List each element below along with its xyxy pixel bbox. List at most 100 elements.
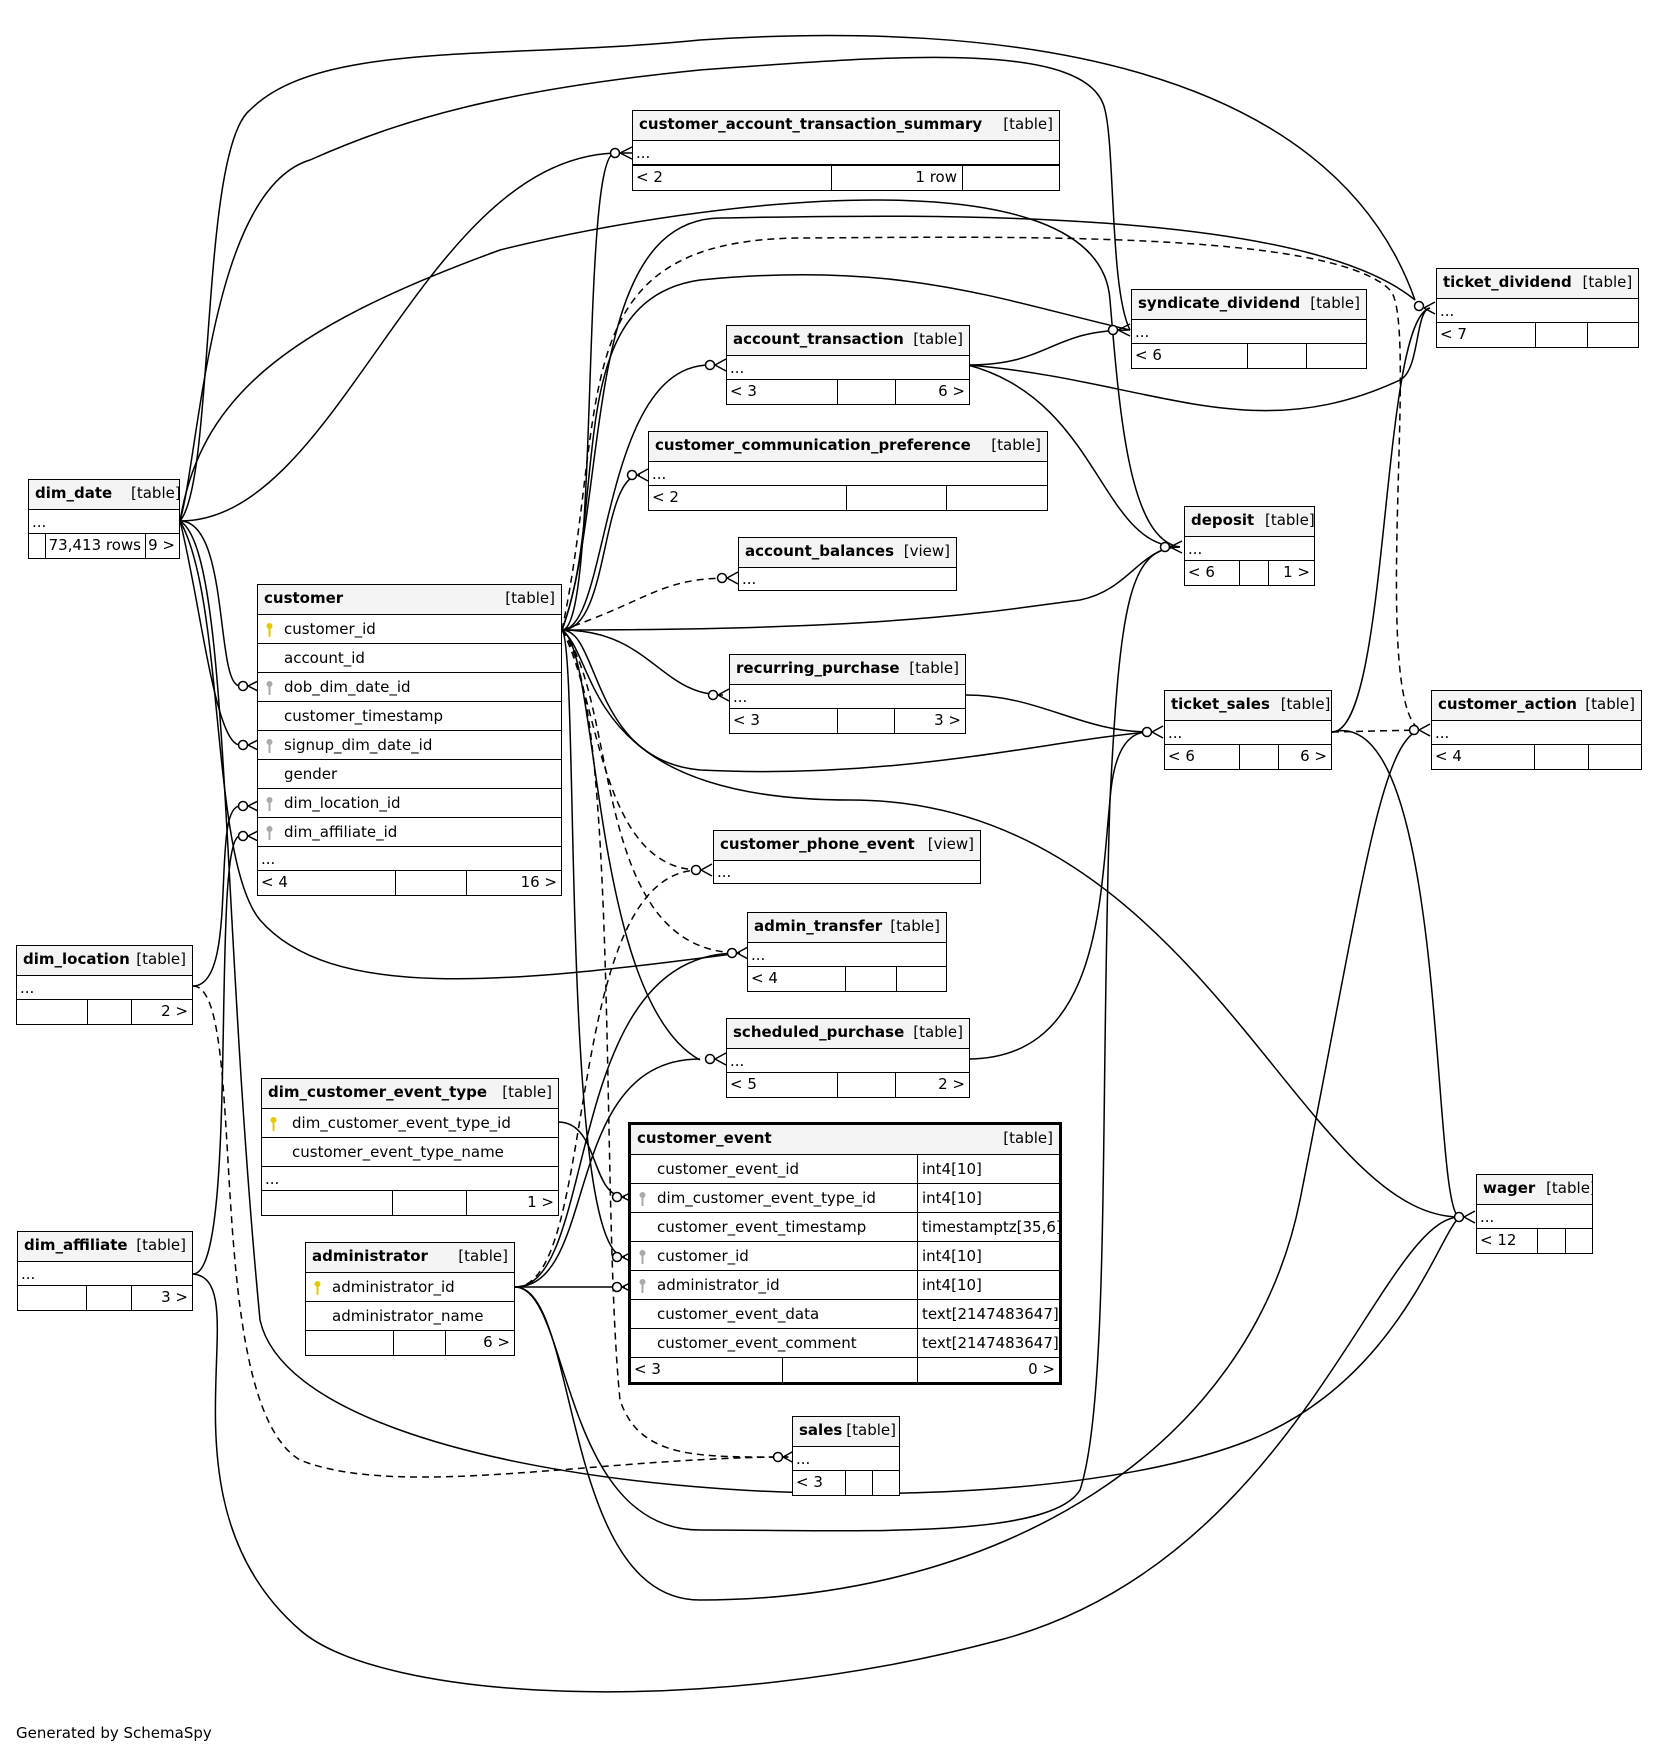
foreign-key-icon <box>266 826 273 840</box>
more-columns: ... <box>730 685 965 709</box>
table-scheduled-purchase[interactable]: scheduled_purchase[table] ... < 5 2 > <box>726 1018 970 1098</box>
edge-at-ticket-dividend <box>967 307 1431 412</box>
more-columns: ... <box>29 510 179 534</box>
table-customer-action[interactable]: customer_action[table] ... < 4 <box>1431 690 1642 770</box>
column-row[interactable]: gender <box>258 760 561 789</box>
foreign-key-icon <box>266 739 273 753</box>
table-administrator[interactable]: administrator[table] administrator_id ad… <box>305 1242 515 1356</box>
footer-parents[interactable]: < 2 <box>636 168 663 186</box>
column-row[interactable]: dim_affiliate_id <box>258 818 561 847</box>
table-footer: 73,413 rows 9 > <box>29 534 179 558</box>
table-name: dim_date <box>35 484 113 502</box>
table-header: ticket_dividend [table] <box>1437 269 1638 299</box>
table-recurring-purchase[interactable]: recurring_purchase[table] ... < 3 3 > <box>729 654 966 734</box>
footer-parents[interactable]: < 2 <box>652 488 679 506</box>
edge-dashed-admin-phone-event <box>514 869 701 1288</box>
column-row[interactable]: dim_customer_event_type_id <box>262 1109 558 1138</box>
footer-parents[interactable]: < 6 <box>1135 346 1162 364</box>
table-name: syndicate_dividend <box>1138 294 1301 312</box>
column-name: signup_dim_date_id <box>284 736 433 754</box>
table-customer-communication-preference[interactable]: customer_communication_preference[table]… <box>648 431 1048 511</box>
footer-children[interactable]: 16 > <box>520 873 557 891</box>
footer-children[interactable]: 6 > <box>938 382 965 400</box>
footer-children[interactable]: 1 > <box>527 1193 554 1211</box>
table-header: account_balances[view] <box>739 538 956 568</box>
column-row[interactable]: customer_event_type_name <box>262 1138 558 1167</box>
column-row[interactable]: account_id <box>258 644 561 673</box>
footer-parents[interactable]: < 3 <box>733 711 760 729</box>
table-syndicate-dividend[interactable]: syndicate_dividend[table] ... < 6 <box>1131 289 1367 369</box>
table-name: recurring_purchase <box>736 659 900 677</box>
footer-children[interactable]: 6 > <box>483 1333 510 1351</box>
footer-parents[interactable]: < 4 <box>261 873 288 891</box>
table-header: ticket_sales [table] <box>1165 691 1331 721</box>
table-admin-transfer[interactable]: admin_transfer[table] ... < 4 <box>747 912 947 992</box>
edge-customer-customer-event <box>561 629 626 1258</box>
table-customer-phone-event[interactable]: customer_phone_event[view] ... <box>713 830 981 884</box>
table-wager[interactable]: wager [table] ... < 12 <box>1476 1174 1593 1254</box>
edge-dimaffiliate-customer <box>192 835 241 1275</box>
crowfoot-sales <box>772 1451 784 1463</box>
primary-key-icon <box>314 1281 321 1295</box>
table-account-balances[interactable]: account_balances[view] ... <box>738 537 957 591</box>
edge-dimdate-ticket-dividend <box>179 34 1416 522</box>
table-customer[interactable]: customer[table] customer_id account_id d… <box>257 584 562 896</box>
table-deposit[interactable]: deposit [table] ... < 6 1 > <box>1184 506 1315 586</box>
footer-parents[interactable]: < 3 <box>634 1360 661 1378</box>
footer-parents[interactable]: < 3 <box>796 1473 823 1491</box>
table-type: [table] <box>1280 695 1331 713</box>
table-ticket-sales[interactable]: ticket_sales [table] ... < 6 6 > <box>1164 690 1332 770</box>
footer-parents[interactable]: < 6 <box>1168 747 1195 765</box>
footer-parents[interactable]: < 7 <box>1440 325 1467 343</box>
table-type: [table] <box>991 436 1041 454</box>
table-customer-account-transaction-summary[interactable]: customer_account_transaction_summary[tab… <box>632 110 1060 191</box>
crowfoot-sp <box>704 1053 716 1065</box>
column-row[interactable]: administrator_name <box>306 1302 514 1331</box>
footer-children[interactable]: 2 > <box>938 1075 965 1093</box>
table-dim-customer-event-type[interactable]: dim_customer_event_type[table] dim_custo… <box>261 1078 559 1216</box>
crowfoot-lines-cpe <box>700 863 713 877</box>
column-row[interactable]: customer_id <box>258 615 561 644</box>
crowfoot-lines-cats <box>619 146 633 160</box>
table-dim-location[interactable]: dim_location[table] ... 2 > <box>16 945 193 1025</box>
column-row[interactable]: dob_dim_date_id <box>258 673 561 702</box>
footer-children[interactable]: 3 > <box>934 711 961 729</box>
column-row[interactable]: dim_location_id <box>258 789 561 818</box>
footer-parents[interactable]: < 4 <box>1435 747 1462 765</box>
footer-parents[interactable]: < 12 <box>1480 1231 1517 1249</box>
table-header: customer_account_transaction_summary[tab… <box>633 111 1059 141</box>
footer-children[interactable]: 2 > <box>161 1002 188 1020</box>
footer-children[interactable]: 6 > <box>1300 747 1327 765</box>
footer-parents[interactable]: < 3 <box>730 382 757 400</box>
footer-parents[interactable]: < 6 <box>1188 563 1215 581</box>
table-dim-affiliate[interactable]: dim_affiliate[table] ... 3 > <box>17 1231 193 1311</box>
edge-customer-wager <box>561 629 1461 1218</box>
footer-children[interactable]: 1 > <box>1283 563 1310 581</box>
table-sales[interactable]: sales[table] ... < 3 <box>792 1416 900 1496</box>
table-header: customer_action[table] <box>1432 691 1641 721</box>
column-row[interactable]: customer_timestamp <box>258 702 561 731</box>
table-dim-date[interactable]: dim_date [table] ... 73,413 rows 9 > <box>28 479 180 559</box>
footer-parents[interactable]: < 4 <box>751 969 778 987</box>
table-name: account_transaction <box>733 330 904 348</box>
more-columns: ... <box>742 570 757 588</box>
more-columns: ... <box>1477 1205 1592 1229</box>
footer-children[interactable]: 0 > <box>1028 1360 1055 1378</box>
table-account-transaction[interactable]: account_transaction[table] ... < 3 6 > <box>726 325 970 405</box>
footer-children[interactable]: 9 > <box>148 536 175 554</box>
column-row[interactable]: administrator_id <box>306 1273 514 1302</box>
footer-children[interactable]: 3 > <box>161 1288 188 1306</box>
footer-parents[interactable]: < 5 <box>730 1075 757 1093</box>
column-row[interactable]: signup_dim_date_id <box>258 731 561 760</box>
table-ticket-dividend[interactable]: ticket_dividend [table] ... < 7 <box>1436 268 1639 348</box>
table-type: [table] <box>913 1023 963 1041</box>
